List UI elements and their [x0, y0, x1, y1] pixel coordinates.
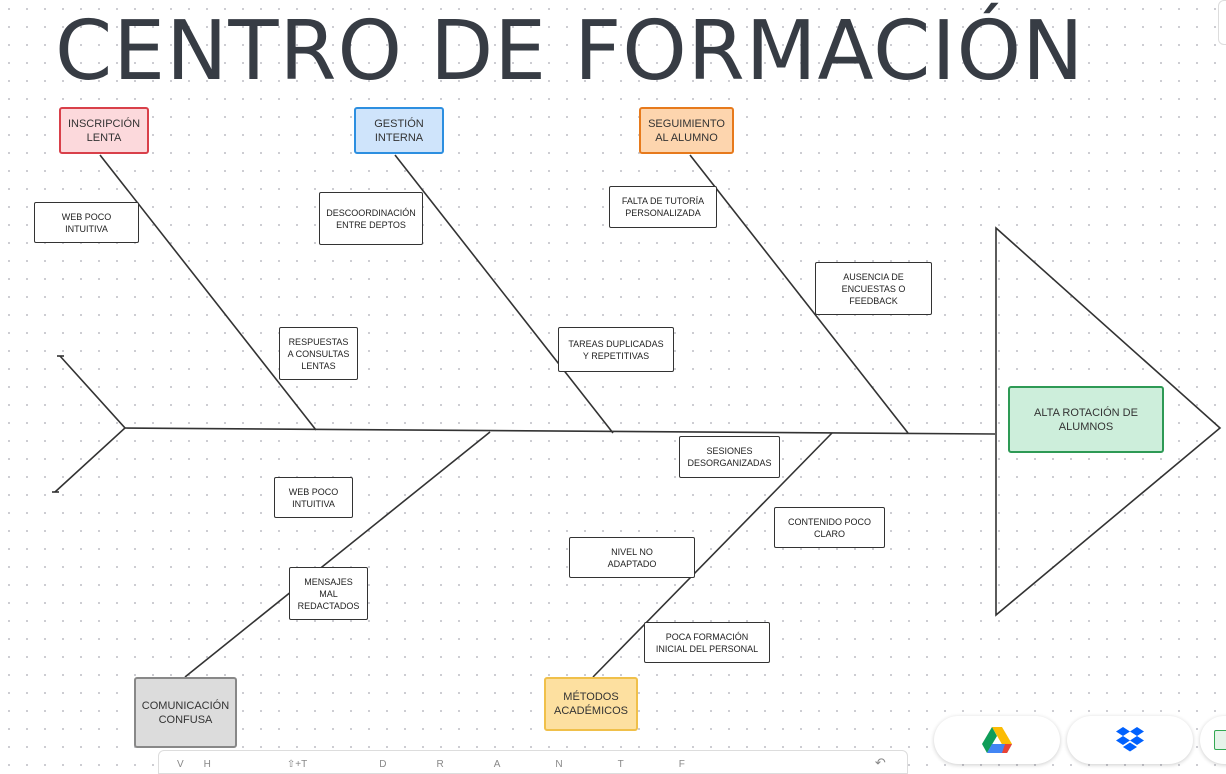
- category-gestion[interactable]: GESTIÓN INTERNA: [354, 107, 444, 154]
- spine: [124, 427, 996, 435]
- cause-descoordinacion[interactable]: DESCOORDINACIÓN ENTRE DEPTOS: [319, 192, 423, 245]
- tail: [54, 355, 127, 493]
- cause-respuestas[interactable]: RESPUESTAS A CONSULTAS LENTAS: [279, 327, 358, 380]
- cause-tareas[interactable]: TAREAS DUPLICADAS Y REPETITIVAS: [558, 327, 674, 372]
- cause-web-poco-intuitiva-2[interactable]: WEB POCO INTUITIVA: [274, 477, 353, 518]
- cause-sesiones[interactable]: SESIONES DESORGANIZADAS: [679, 436, 780, 478]
- cause-encuestas[interactable]: AUSENCIA DE ENCUESTAS O FEEDBACK: [815, 262, 932, 315]
- spreadsheet-icon: [1214, 730, 1226, 750]
- cause-formacion[interactable]: POCA FORMACIÓN INICIAL DEL PERSONAL: [644, 622, 770, 663]
- top-right-panel[interactable]: [1218, 0, 1226, 45]
- category-inscripcion[interactable]: INSCRIPCIÓN LENTA: [59, 107, 149, 154]
- shortcut-v[interactable]: V: [177, 759, 184, 770]
- category-metodos[interactable]: MÉTODOS ACADÉMICOS: [544, 677, 638, 731]
- bone-inscripcion: [99, 154, 317, 431]
- bone-metodos: [592, 432, 833, 678]
- bone-gestion: [394, 154, 614, 434]
- shortcut-toolbar[interactable]: V H ⇧+T D R A N T F ↶: [158, 750, 908, 774]
- cause-contenido[interactable]: CONTENIDO POCO CLARO: [774, 507, 885, 548]
- shortcut-r[interactable]: R: [436, 759, 444, 770]
- category-seguimiento[interactable]: SEGUIMIENTO AL ALUMNO: [639, 107, 734, 154]
- shortcut-d[interactable]: D: [379, 759, 387, 770]
- shortcut-n[interactable]: N: [555, 759, 563, 770]
- shortcut-shift-t[interactable]: ⇧+T: [286, 759, 308, 770]
- dropbox-icon: [1116, 727, 1144, 752]
- category-comunicacion[interactable]: COMUNICACIÓN CONFUSA: [134, 677, 237, 748]
- shortcut-h[interactable]: H: [203, 759, 211, 770]
- cause-web-poco-intuitiva[interactable]: WEB POCO INTUITIVA: [34, 202, 139, 243]
- shortcut-t[interactable]: T: [617, 759, 624, 770]
- page-title: CENTRO DE FORMACIÓN: [55, 4, 1085, 99]
- cause-mensajes[interactable]: MENSAJES MAL REDACTADOS: [289, 567, 368, 620]
- bone-comunicacion: [184, 431, 491, 678]
- cause-tutoria[interactable]: FALTA DE TUTORÍA PERSONALIZADA: [609, 186, 717, 228]
- shortcut-a[interactable]: A: [493, 759, 501, 770]
- google-drive-icon: [982, 727, 1012, 753]
- undo-icon[interactable]: ↶: [874, 755, 886, 770]
- head-triangle: [995, 226, 1222, 617]
- dropbox-button[interactable]: [1067, 716, 1193, 764]
- shortcut-f[interactable]: F: [678, 759, 685, 770]
- cause-nivel[interactable]: NIVEL NO ADAPTADO: [569, 537, 695, 578]
- effect-box[interactable]: ALTA ROTACIÓN DE ALUMNOS: [1008, 386, 1164, 453]
- bone-seguimiento: [689, 154, 909, 434]
- google-drive-button[interactable]: [934, 716, 1060, 764]
